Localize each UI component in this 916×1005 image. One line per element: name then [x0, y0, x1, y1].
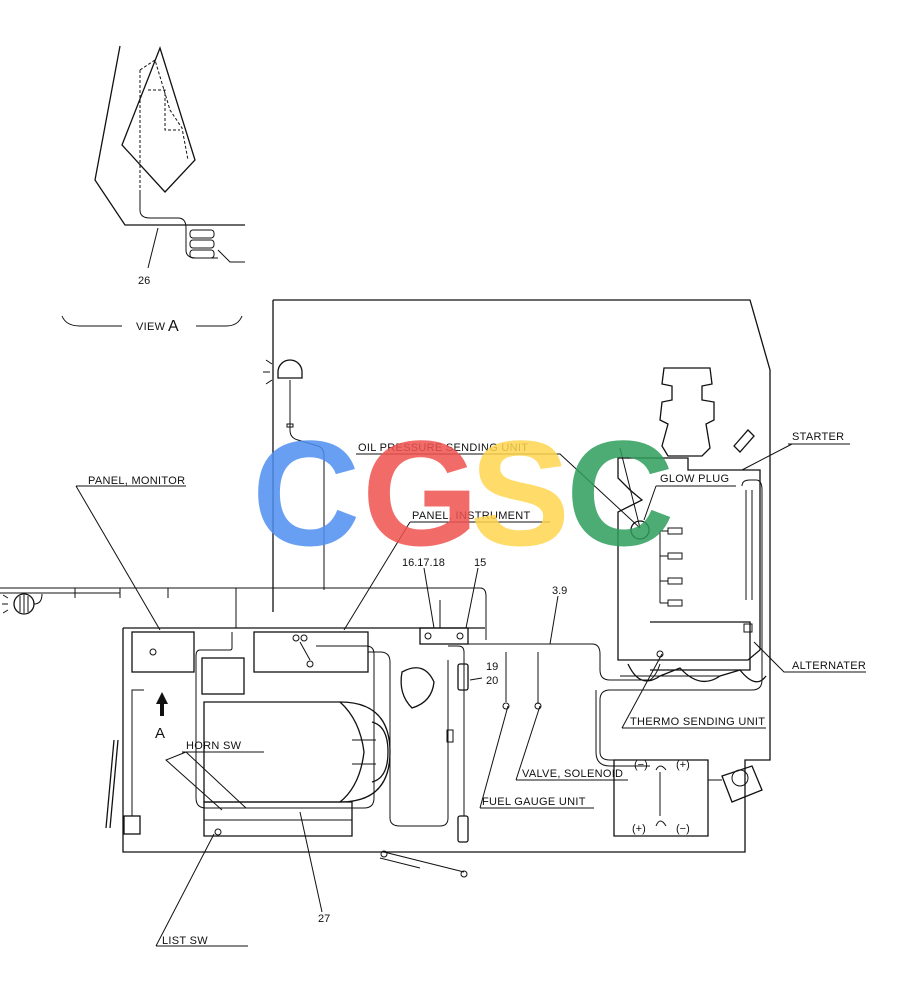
watermark-letter-c1: C — [252, 409, 360, 577]
labels: STARTER GLOW PLUG OIL PRESSURE SENDING U… — [88, 431, 866, 947]
label-list-sw: LIST SW — [162, 935, 208, 947]
watermark-letter-s: S — [470, 409, 570, 577]
callout-3-9: 3.9 — [552, 585, 567, 597]
callout-20: 20 — [486, 675, 498, 687]
battery-term-bot-pos: (+) — [632, 823, 646, 835]
left-work-light — [2, 593, 43, 615]
view-a-title: VIEW — [136, 321, 166, 333]
view-a-arrow: A — [155, 692, 168, 742]
cab-interior — [123, 588, 661, 878]
view-a-inset: 26 VIEW A — [61, 45, 245, 335]
battery-term-top-pos: (+) — [676, 759, 690, 771]
label-panel-monitor: PANEL, MONITOR — [88, 475, 185, 487]
label-fuel-gauge-unit: FUEL GAUGE UNIT — [482, 796, 586, 808]
watermark-letter-g: G — [362, 409, 479, 577]
watermark: C G S C — [252, 409, 674, 577]
callout-19: 19 — [486, 661, 498, 673]
callout-26: 26 — [138, 275, 150, 287]
label-panel-instrument: PANEL, INSTRUMENT — [412, 510, 531, 522]
top-work-light — [263, 359, 325, 590]
label-glow-plug: GLOW PLUG — [660, 473, 729, 485]
callout-27: 27 — [318, 913, 330, 925]
battery-term-bot-neg: (−) — [676, 823, 690, 835]
label-valve-solenoid: VALVE, SOLENOID — [522, 768, 623, 780]
engine — [595, 367, 767, 767]
battery-term-top-neg: (−) — [634, 759, 648, 771]
leader-lines — [75, 443, 866, 947]
panel-instrument-box — [253, 631, 369, 673]
batteries: (−) (+) (+) (−) — [613, 759, 763, 837]
label-horn-sw: HORN SW — [186, 740, 242, 752]
label-alternater: ALTERNATER — [792, 660, 866, 672]
label-thermo-sending-unit: THERMO SENDING UNIT — [630, 716, 765, 728]
view-a-letter: A — [168, 318, 179, 335]
watermark-letter-c2: C — [566, 409, 674, 577]
arrow-letter: A — [155, 725, 165, 742]
panel-monitor-box — [131, 631, 195, 673]
label-oil-pressure-sending-unit: OIL PRESSURE SENDING UNIT — [358, 442, 528, 454]
callout-16-17-18: 16.17.18 — [402, 557, 445, 569]
callout-15: 15 — [474, 557, 486, 569]
machine-frame — [0, 299, 771, 853]
label-starter: STARTER — [792, 431, 844, 443]
